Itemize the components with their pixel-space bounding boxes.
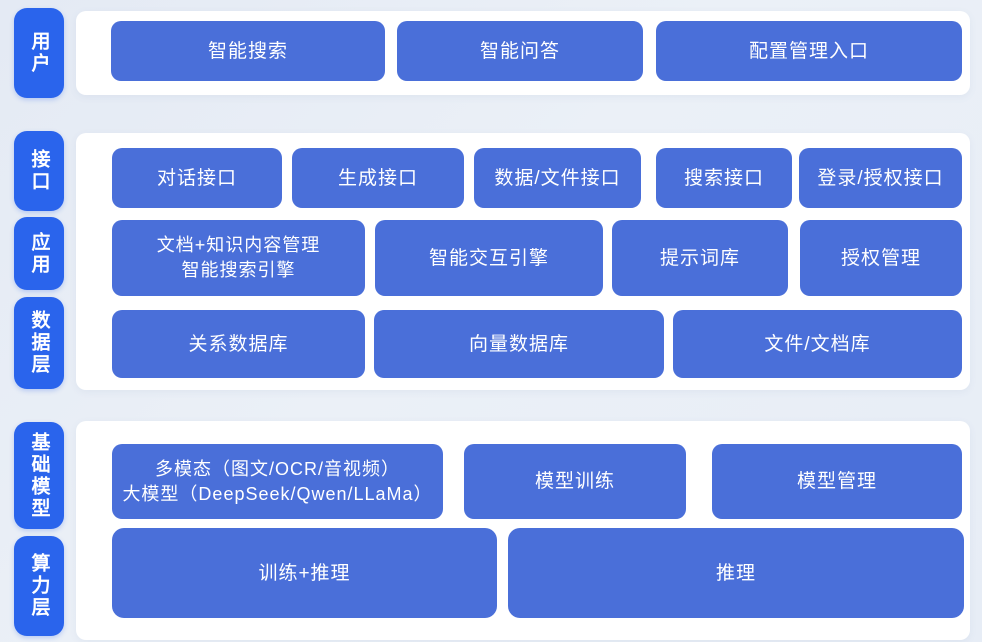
node-dialog-api: 对话接口: [112, 148, 282, 208]
node-login-auth-api: 登录/授权接口: [799, 148, 962, 208]
node-label-line: 多模态（图文/OCR/音视频）: [155, 458, 400, 479]
layer-label-interface: 接口: [14, 131, 64, 211]
node-inference: 推理: [508, 528, 964, 618]
node-interactive-engine: 智能交互引擎: [375, 220, 603, 296]
node-config-entry: 配置管理入口: [656, 21, 962, 81]
node-data-file-api: 数据/文件接口: [474, 148, 641, 208]
layer-label-user: 用户: [14, 8, 64, 98]
node-smart-qa: 智能问答: [397, 21, 643, 81]
layer-label-data: 数据层: [14, 297, 64, 389]
layer-label-compute: 算力层: [14, 536, 64, 636]
node-smart-search: 智能搜索: [111, 21, 385, 81]
node-file-doc-store: 文件/文档库: [673, 310, 962, 378]
node-doc-knowledge-search-engine: 文档+知识内容管理 智能搜索引擎: [112, 220, 365, 296]
node-vector-db: 向量数据库: [374, 310, 664, 378]
layer-label-base-model: 基础模型: [14, 422, 64, 529]
node-auth-management: 授权管理: [800, 220, 962, 296]
node-generate-api: 生成接口: [292, 148, 464, 208]
node-label-line: 大模型（DeepSeek/Qwen/LLaMa）: [122, 483, 433, 504]
node-label-line: 文档+知识内容管理: [156, 235, 321, 255]
node-relational-db: 关系数据库: [112, 310, 365, 378]
node-train-inference: 训练+推理: [112, 528, 497, 618]
node-prompt-library: 提示词库: [612, 220, 788, 296]
node-search-api: 搜索接口: [656, 148, 792, 208]
node-label-line: 智能搜索引擎: [181, 260, 296, 280]
layer-label-application: 应用: [14, 217, 64, 290]
node-multimodal-llm: 多模态（图文/OCR/音视频） 大模型（DeepSeek/Qwen/LLaMa）: [112, 444, 443, 519]
node-model-management: 模型管理: [712, 444, 962, 519]
node-model-training: 模型训练: [464, 444, 686, 519]
